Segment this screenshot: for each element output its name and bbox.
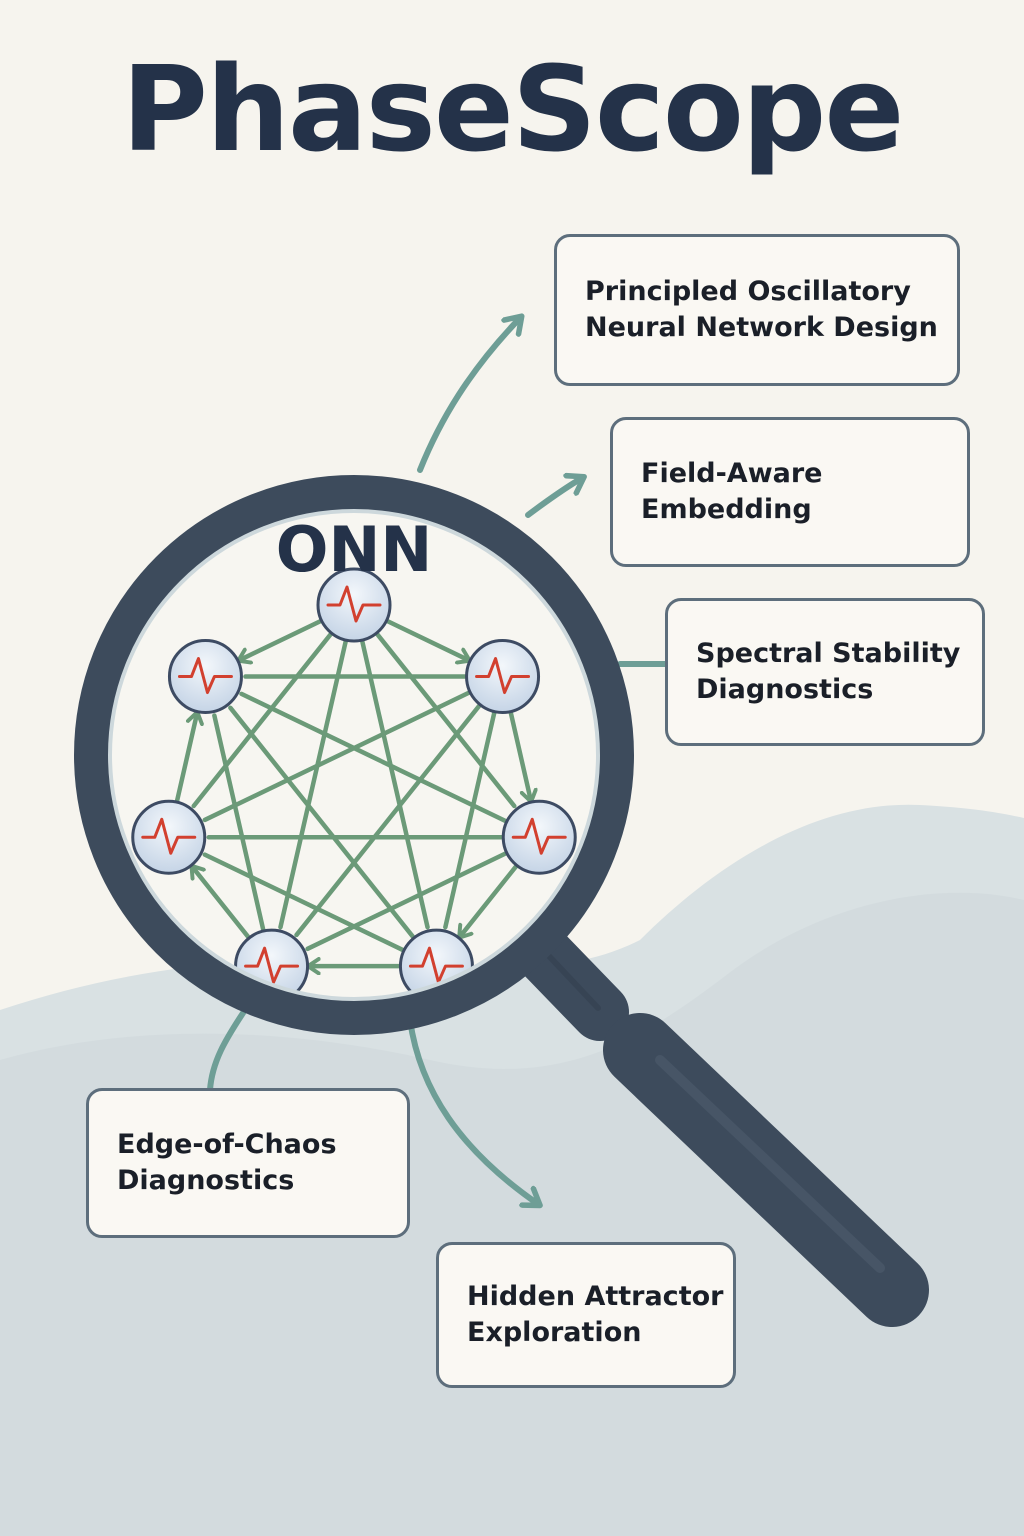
network-edge (278, 637, 349, 930)
network-edge (202, 689, 473, 823)
waveform-icon (326, 585, 382, 623)
card-edge-of-chaos-diagnostics: Edge-of-Chaos Diagnostics (86, 1088, 410, 1238)
waveform-icon (177, 657, 233, 695)
app-title: PhaseScope (121, 40, 905, 178)
network-edge (508, 709, 531, 799)
network-edge (194, 869, 252, 941)
network-edge (374, 630, 517, 809)
card-label-line: Exploration (467, 1317, 642, 1348)
card-label-line: Neural Network Design (585, 312, 938, 343)
network-edge (212, 713, 266, 934)
magnifier-handle (511, 921, 929, 1327)
card-label-line: Embedding (641, 494, 812, 525)
line-to-card-4 (207, 1007, 248, 1093)
card-field-aware-embedding: Field-Aware Embedding (610, 417, 970, 567)
waveform-icon (475, 657, 531, 695)
oscillator-node-icon (167, 639, 243, 715)
lens-glass (108, 509, 600, 1001)
card-label-line: Diagnostics (117, 1165, 295, 1196)
network-edge (191, 630, 334, 809)
arrow-to-card-2 (525, 478, 582, 518)
network-edge (443, 709, 497, 930)
card-label-line: Spectral Stability (696, 638, 961, 669)
oscillator-node-icon (465, 639, 541, 715)
arrow-to-card-5 (407, 1017, 538, 1204)
network-edge (241, 618, 324, 660)
network-edge (239, 691, 510, 824)
network-edge (384, 618, 466, 660)
waveform-icon (511, 817, 567, 855)
waveform-icon (408, 946, 464, 984)
card-label-line: Diagnostics (696, 674, 874, 705)
oscillator-node-icon (316, 567, 392, 643)
oscillator-node-icon (131, 799, 207, 875)
oscillator-node-icon (501, 799, 577, 875)
waveform-icon (244, 946, 300, 984)
network-edge (294, 702, 483, 938)
network-edge (305, 850, 510, 952)
lens-rim (74, 475, 634, 1035)
card-label-line: Principled Oscillatory (585, 276, 911, 307)
card-label-line: Field-Aware (641, 458, 823, 489)
waveform-icon (141, 817, 197, 855)
card-spectral-stability-diagnostics: Spectral Stability Diagnostics (665, 598, 985, 746)
network-edge (228, 705, 417, 941)
lens-label: ONN (275, 513, 433, 586)
lens-inner-ring (108, 509, 600, 1001)
card-label-line: Hidden Attractor (467, 1281, 724, 1312)
card-hidden-attractor-exploration: Hidden Attractor Exploration (436, 1242, 736, 1388)
card-label-line: Edge-of-Chaos (117, 1129, 337, 1160)
network-edge (174, 716, 197, 805)
network-edge (202, 852, 407, 953)
network-edge (461, 863, 520, 934)
arrow-to-card-1 (417, 318, 520, 473)
card-principled-onn-design: Principled Oscillatory Neural Network De… (554, 234, 960, 386)
network-edge (359, 637, 430, 930)
